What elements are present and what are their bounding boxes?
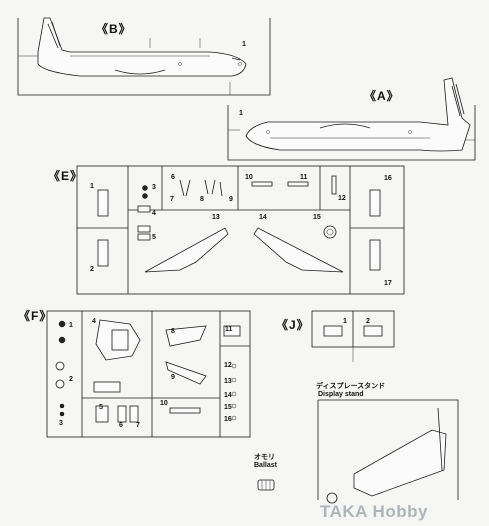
part-number: 10 [245,174,253,181]
part-number: 10 [160,400,168,407]
part-number: 11 [300,174,308,181]
part-number: 5 [99,404,103,411]
part-number: 11 [225,326,233,333]
part-number: 2 [69,376,73,383]
part-number: 1 [90,183,94,190]
part-number: 1 [239,110,243,117]
part-number: 2 [366,318,370,325]
section-label-j: 《J》 [276,318,310,332]
display-stand-label-en: Display stand [318,391,364,398]
part-number: 1 [242,41,246,48]
sprue-f-parts [55,319,241,423]
part-number: 9 [171,374,175,381]
sprue-j-frame [311,310,395,362]
part-number: 8 [200,196,204,203]
section-label-b: 《B》 [96,22,132,36]
watermark: TAKA Hobby [320,502,428,521]
sprue-e-frame [76,165,405,295]
part-number: 1 [343,318,347,325]
part-number: 16 [224,416,232,423]
display-stand-label-jp: ディスプレースタンド [316,383,386,390]
part-number: 13 [224,378,232,385]
display-stand-drawing [317,399,459,504]
part-number: 14 [224,392,232,399]
part-number: 14 [259,214,267,221]
part-number: 6 [171,174,175,181]
part-number: 12 [224,362,232,369]
fuselage-right-half [245,77,471,152]
part-number: 4 [152,210,156,217]
part-number: 15 [313,214,321,221]
part-number: 2 [90,266,94,273]
part-number: 7 [170,196,174,203]
section-label-e: 《E》 [48,169,84,183]
part-number: 3 [152,184,156,191]
ballast-drawing [257,479,275,491]
section-label-f: 《F》 [18,309,53,323]
part-number: 1 [69,322,73,329]
ballast-label-jp: オモリ [254,454,275,461]
part-number: 9 [229,196,233,203]
part-number: 17 [384,280,392,287]
sprue-f-frame [46,310,251,438]
part-number: 13 [212,214,220,221]
part-number: 8 [171,328,175,335]
part-number: 3 [59,420,63,427]
part-number: 7 [136,422,140,429]
fuselage-left-half [37,17,247,77]
sprue-e-parts [97,175,381,273]
sprue-b-frame [17,18,271,96]
part-number: 15 [224,404,232,411]
part-number: 4 [92,318,96,325]
ballast-label-en: Ballast [254,462,277,469]
part-number: 5 [152,234,156,241]
part-number: 12 [338,195,346,202]
section-label-a: 《A》 [364,89,400,103]
part-number: 6 [119,422,123,429]
part-number: 16 [384,175,392,182]
